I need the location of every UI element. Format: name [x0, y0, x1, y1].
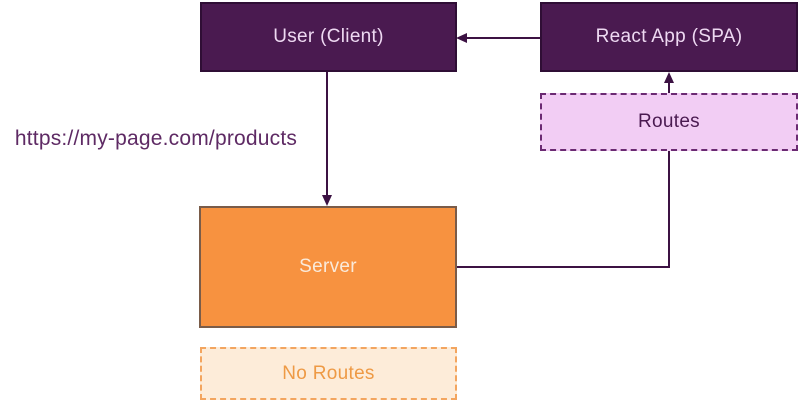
node-react-app-label: React App (SPA) — [595, 26, 743, 47]
arrowhead-down-icon — [322, 195, 332, 206]
edge-react-to-user — [464, 37, 540, 39]
node-react-app: React App (SPA) — [540, 2, 798, 72]
node-no-routes: No Routes — [200, 347, 457, 400]
edge-server-to-react-horizontal — [457, 266, 670, 268]
edge-server-to-react-vertical — [668, 80, 670, 268]
request-url-label: https://my-page.com/products — [14, 127, 298, 150]
edge-user-to-server — [326, 72, 328, 198]
node-server-label: Server — [299, 256, 357, 277]
arrowhead-up-icon — [664, 72, 674, 83]
node-user-client: User (Client) — [200, 2, 457, 72]
node-no-routes-label: No Routes — [282, 362, 375, 384]
node-routes: Routes — [540, 93, 798, 151]
arrowhead-left-icon — [456, 33, 467, 43]
node-routes-label: Routes — [637, 111, 700, 132]
node-server: Server — [199, 206, 457, 328]
node-user-client-label: User (Client) — [273, 26, 384, 47]
